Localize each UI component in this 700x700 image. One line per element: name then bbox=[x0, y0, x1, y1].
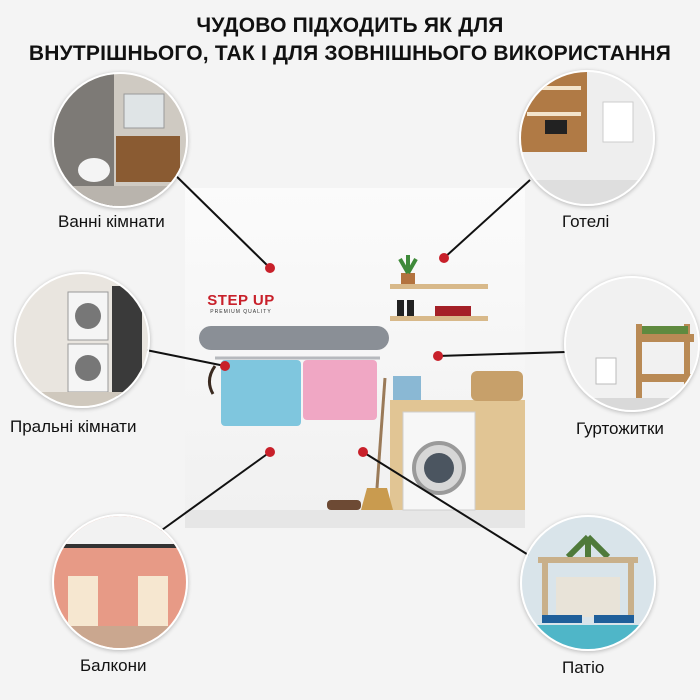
laundry-basket bbox=[471, 371, 523, 401]
brand-logo: STEP UP PREMIUM QUALITY bbox=[205, 293, 277, 319]
bottle-2 bbox=[407, 300, 414, 316]
blue-towel bbox=[221, 360, 301, 426]
connector-dormitories bbox=[437, 351, 567, 357]
floor bbox=[185, 510, 525, 528]
connector-patio bbox=[362, 451, 531, 557]
plant-pot bbox=[401, 273, 415, 284]
dormitories-photo bbox=[564, 276, 700, 412]
cord bbox=[208, 365, 217, 395]
headline-line-1: ЧУДОВО ПІДХОДИТЬ ЯК ДЛЯ bbox=[196, 14, 504, 37]
label-laundry-rooms: Пральні кімнати bbox=[10, 417, 137, 436]
brand-name: STEP UP bbox=[207, 292, 275, 309]
pink-towel bbox=[303, 360, 377, 420]
marker-patio bbox=[358, 447, 368, 457]
marker-bathrooms bbox=[265, 263, 275, 273]
lower-shelf bbox=[390, 316, 488, 321]
connector-laundry-rooms bbox=[145, 349, 226, 367]
headline-line-2: ВНУТРІШНЬОГО, ТАК І ДЛЯ ЗОВНІШНЬОГО ВИКО… bbox=[28, 42, 672, 65]
label-balconies: Балкони bbox=[80, 656, 147, 675]
brand-tagline: PREMIUM QUALITY bbox=[210, 309, 272, 315]
blue-towel-stack bbox=[393, 376, 421, 400]
label-patio: Патіо bbox=[562, 658, 605, 677]
broom-handle bbox=[375, 377, 387, 489]
marker-laundry-rooms bbox=[220, 361, 230, 371]
washer-glass bbox=[424, 453, 454, 483]
connector-bathrooms bbox=[167, 167, 271, 269]
balconies-photo bbox=[52, 514, 188, 650]
red-towels bbox=[435, 306, 471, 316]
upper-shelf bbox=[390, 284, 488, 289]
label-hotels: Готелі bbox=[562, 212, 610, 231]
laundry-room-illustration bbox=[185, 188, 525, 528]
broom-head bbox=[361, 488, 393, 510]
drying-rack-housing bbox=[199, 326, 389, 350]
patio-photo bbox=[520, 515, 656, 651]
bottle-1 bbox=[397, 300, 404, 316]
marker-balconies bbox=[265, 447, 275, 457]
plant bbox=[398, 255, 418, 274]
room-scene bbox=[199, 255, 525, 511]
connector-balconies bbox=[154, 451, 271, 536]
bathrooms-photo bbox=[52, 72, 188, 208]
marker-hotels bbox=[439, 253, 449, 263]
label-bathrooms: Ванні кімнати bbox=[58, 212, 165, 231]
laundry-rooms-photo bbox=[14, 272, 150, 408]
marker-dormitories bbox=[433, 351, 443, 361]
shoes bbox=[327, 500, 361, 510]
connector-hotels bbox=[443, 179, 531, 259]
hotels-photo bbox=[519, 70, 655, 206]
label-dormitories: Гуртожитки bbox=[576, 419, 664, 438]
